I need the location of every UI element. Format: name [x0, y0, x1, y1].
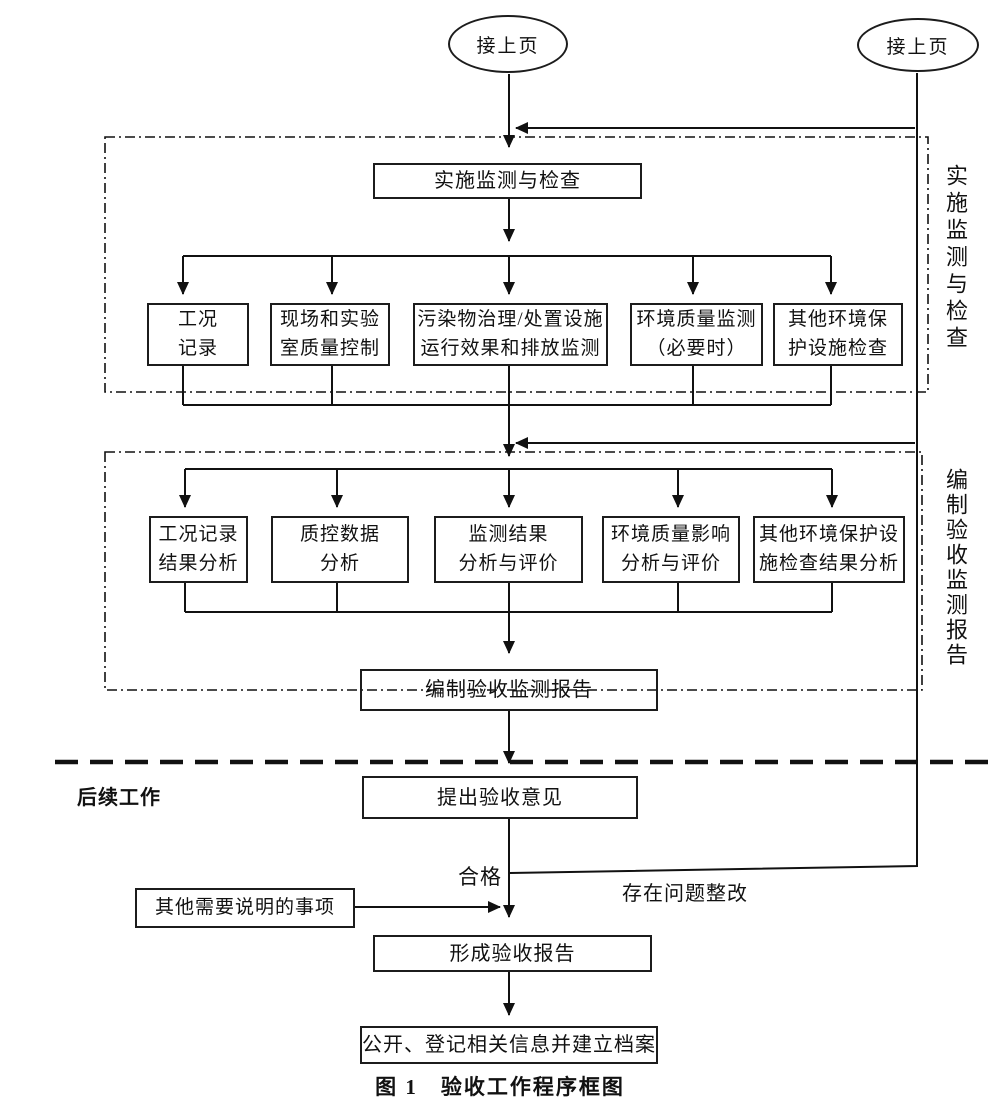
edge-label-rework: 存在问题整改	[622, 883, 748, 905]
box-other-items-to-explain: 其他需要说明的事项	[135, 888, 355, 928]
box-monitoring-result-evaluation: 监测结果 分析与评价	[434, 516, 583, 583]
edge-label-pass: 合格	[458, 865, 502, 889]
box-propose-acceptance-opinion: 提出验收意见	[362, 776, 638, 819]
box-implement-monitoring: 实施监测与检查	[373, 163, 642, 199]
stage2-side-label: 编制验收监测报告	[943, 468, 968, 668]
box-condition-record-analysis: 工况记录 结果分析	[149, 516, 248, 583]
stage1-side-label: 实施监测与检查	[943, 164, 968, 353]
flow-connectors	[177, 74, 915, 1016]
followup-phase-label: 后续工作	[77, 787, 161, 809]
box-other-facility-check-analysis: 其他环境保护设 施检查结果分析	[753, 516, 905, 583]
box-form-acceptance-report: 形成验收报告	[373, 935, 652, 972]
connector-label: 接上页	[886, 36, 950, 58]
box-publish-register-archive: 公开、登记相关信息并建立档案	[360, 1026, 658, 1064]
connector-label: 接上页	[476, 35, 540, 57]
box-env-quality-impact-evaluation: 环境质量影响 分析与评价	[602, 516, 740, 583]
connector-top-right: 接上页	[857, 18, 979, 72]
figure-caption: 图 1 验收工作程序框图	[375, 1075, 625, 1099]
box-env-quality-monitoring: 环境质量监测 （必要时）	[630, 303, 763, 366]
box-compile-acceptance-report: 编制验收监测报告	[360, 669, 658, 711]
box-site-lab-qc: 现场和实验 室质量控制	[270, 303, 390, 366]
box-operating-condition-record: 工况 记录	[147, 303, 249, 366]
box-pollutant-treatment-monitoring: 污染物治理/处置设施 运行效果和排放监测	[413, 303, 608, 366]
box-other-env-facility-check: 其他环境保 护设施检查	[773, 303, 903, 366]
rework-path	[509, 73, 918, 874]
box-qc-data-analysis: 质控数据 分析	[271, 516, 409, 583]
stage1-boundary	[104, 136, 929, 393]
connector-top-left: 接上页	[448, 15, 568, 73]
